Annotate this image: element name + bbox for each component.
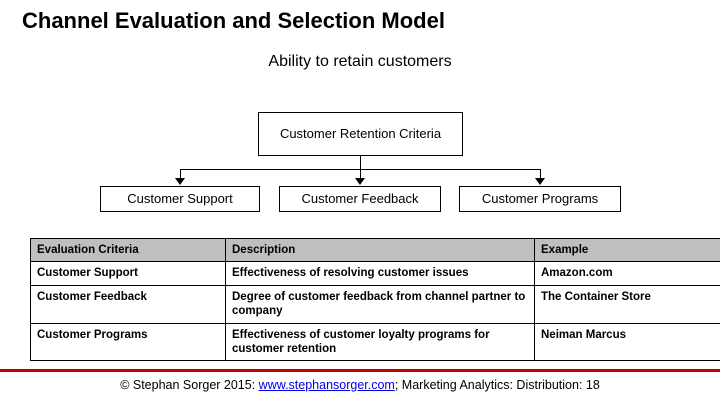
slide-subtitle: Ability to retain customers [268,53,452,70]
footer-suffix: ; Marketing Analytics: Distribution: 18 [394,378,600,392]
cell-criteria: Customer Programs [30,322,226,362]
arrow-icon-1 [175,178,185,185]
criteria-table: Evaluation Criteria Description Example … [30,237,720,362]
page-title: Channel Evaluation and Selection Model [22,8,445,33]
table-header-criteria: Evaluation Criteria [30,237,226,263]
cell-criteria: Customer Feedback [30,284,226,324]
table-row: Customer Programs Effectiveness of custo… [30,322,720,362]
footer-link[interactable]: www.stephansorger.com [258,378,395,392]
table-row: Customer Support Effectiveness of resolv… [30,261,720,286]
connector-drop-1 [180,169,181,179]
table-header-example: Example [534,237,720,263]
org-node-customer-programs: Customer Programs [459,186,621,212]
arrow-icon-3 [535,178,545,185]
cell-description: Effectiveness of customer loyalty progra… [225,322,535,362]
cell-example: The Container Store [534,284,720,324]
cell-criteria: Customer Support [30,261,226,286]
connector-drop-3 [540,169,541,179]
cell-description: Degree of customer feedback from channel… [225,284,535,324]
org-node-customer-support: Customer Support [100,186,260,212]
connector-drop-2 [360,169,361,179]
footer: © Stephan Sorger 2015: www.stephansorger… [0,378,720,392]
table-row: Customer Feedback Degree of customer fee… [30,284,720,324]
table-header-row: Evaluation Criteria Description Example [30,237,720,263]
cell-example: Amazon.com [534,261,720,286]
footer-copyright: © Stephan Sorger 2015: [120,378,259,392]
arrow-icon-2 [355,178,365,185]
cell-description: Effectiveness of resolving customer issu… [225,261,535,286]
table-header-description: Description [225,237,535,263]
org-node-root: Customer Retention Criteria [258,112,463,156]
cell-example: Neiman Marcus [534,322,720,362]
footer-divider [0,369,720,372]
connector-root-stem [360,156,361,169]
org-node-customer-feedback: Customer Feedback [279,186,441,212]
org-chart: Customer Retention Criteria Customer Sup… [0,108,720,218]
